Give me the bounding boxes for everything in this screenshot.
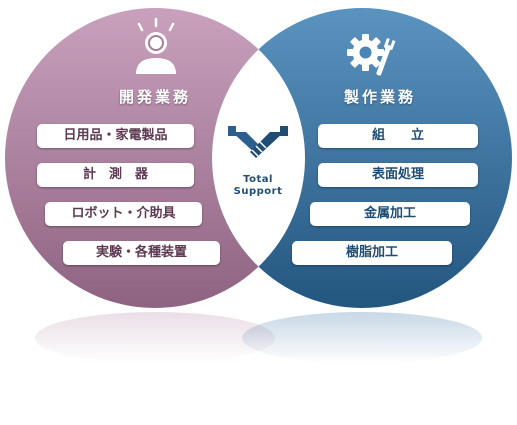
- development-heading: 開発業務: [118, 88, 191, 106]
- right-circle-reflection: [242, 312, 482, 364]
- dev-item-experimental-equipment: 実験・各種装置: [63, 241, 220, 265]
- gear-wrench-icon: [347, 34, 396, 76]
- manufacturing-heading: 製作業務: [343, 88, 416, 106]
- handshake-icon: [228, 126, 288, 158]
- left-circle: [5, 8, 305, 308]
- mfg-item-metal-processing: 金属加工: [310, 202, 470, 226]
- mfg-item-surface-treatment: 表面処理: [318, 163, 478, 187]
- right-circle: [212, 8, 512, 308]
- dev-item-household-appliances: 日用品・家電製品: [37, 124, 194, 148]
- support-label: Support: [233, 186, 283, 197]
- total-label: Total: [243, 174, 273, 185]
- dev-item-measuring-instruments: 計 測 器: [37, 163, 194, 187]
- thinking-person-icon: [136, 17, 176, 74]
- mfg-item-resin-processing: 樹脂加工: [292, 241, 452, 265]
- mfg-item-assembly: 組 立: [318, 124, 478, 148]
- left-circle-reflection: [35, 312, 275, 364]
- dev-item-robots-assistive: ロボット・介助具: [45, 202, 202, 226]
